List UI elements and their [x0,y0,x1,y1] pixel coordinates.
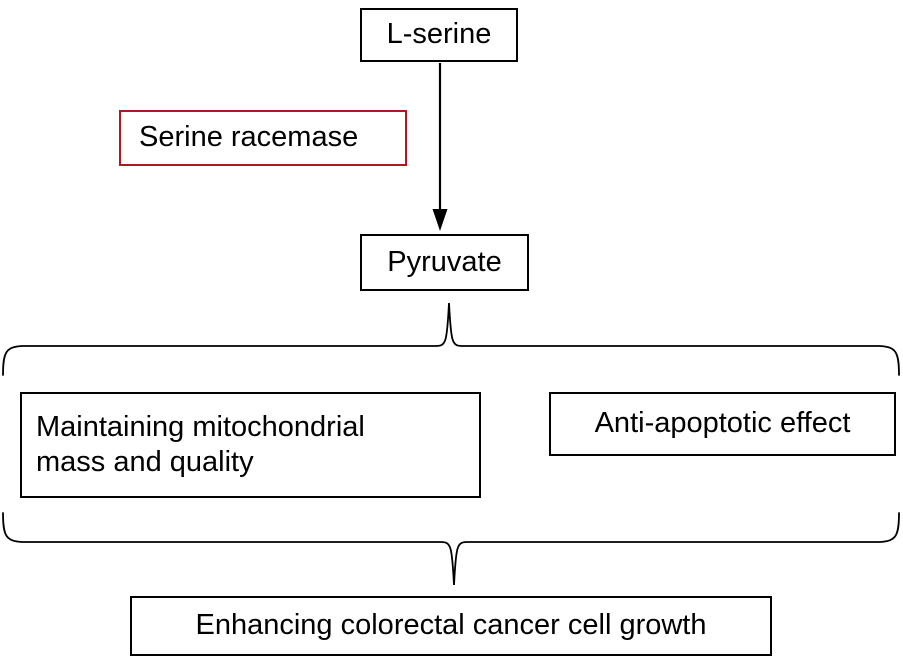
arrow-lserine-to-pyruvate [432,63,448,231]
brace-effects-to-growth [2,512,900,586]
node-enhancing-colorectal-cancer-cell-growth[interactable]: Enhancing colorectal cancer cell growth [130,596,772,656]
node-anti-apoptotic-effect[interactable]: Anti-apoptotic effect [549,392,896,456]
brace-pyruvate-to-effects [2,302,900,376]
node-serine-racemase[interactable]: Serine racemase [119,110,407,166]
node-l-serine[interactable]: L-serine [360,8,518,62]
node-maintaining-mitochondrial-mass-and-quality[interactable]: Maintaining mitochondrial mass and quali… [20,392,481,498]
node-pyruvate[interactable]: Pyruvate [360,234,529,291]
